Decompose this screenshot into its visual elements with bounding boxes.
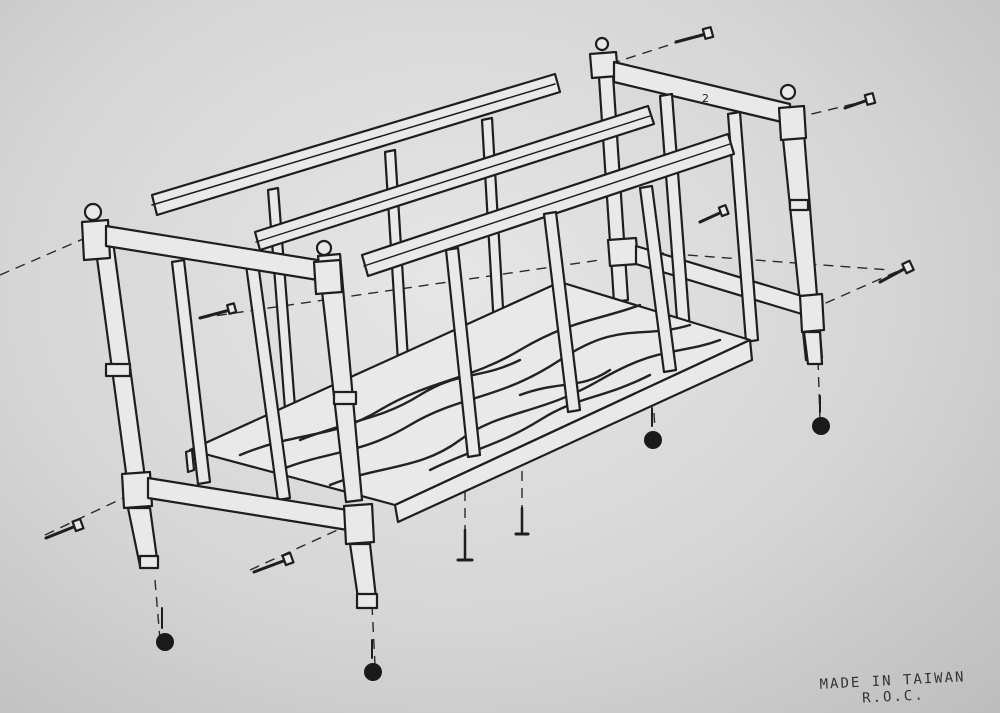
- bolt-icon: [698, 204, 730, 224]
- part-number: 2: [702, 92, 709, 105]
- front-side-spindles: [170, 184, 678, 502]
- right-end-frame: 2: [588, 36, 826, 366]
- bolt-icon: [252, 551, 295, 574]
- bolt-icon: [44, 517, 85, 540]
- bolt-icon: [674, 26, 715, 44]
- bolt-icon: [198, 302, 238, 320]
- casters: [156, 395, 830, 681]
- middle-side-rails: [253, 104, 736, 278]
- left-end-frame: [80, 202, 379, 610]
- bolt-icon: [878, 259, 915, 284]
- caster-icon: [364, 639, 382, 681]
- bolts: [44, 26, 915, 574]
- caster-icon: [812, 395, 830, 435]
- bolt-icon: [514, 506, 530, 536]
- bolt-icon: [456, 528, 474, 562]
- caster-icon: [156, 607, 174, 651]
- bolt-icon: [843, 92, 877, 110]
- caster-icon: [644, 407, 662, 449]
